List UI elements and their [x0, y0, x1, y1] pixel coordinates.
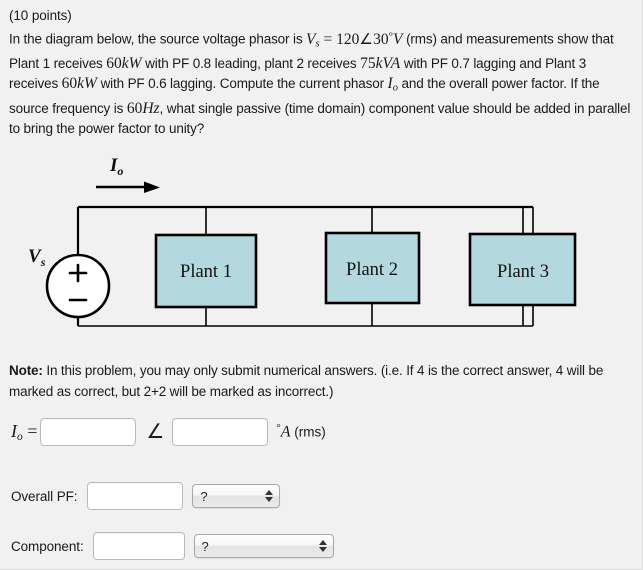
io-answer-label: Io = [11, 421, 37, 443]
io-symbol: I [387, 75, 393, 93]
io-unit-label: °A (rms) [276, 422, 325, 442]
plant1-power-value: 60 [106, 55, 122, 73]
question-text-block: (10 points) In the diagram below, the so… [9, 6, 637, 139]
question-line3-mid: with PF 0.6 lagging. Compute the current… [96, 76, 388, 92]
frequency-expression: 60Hz [127, 100, 160, 117]
voltage-source-icon [45, 253, 111, 319]
spinner-arrows-icon [264, 490, 274, 502]
io-answer-equals: = [22, 421, 38, 442]
source-plus-icon [68, 263, 88, 283]
plant-label-3: Plant 3 [497, 262, 549, 282]
circuit-diagram: Plant 1 Plant 2 Plant 3 Io Vs [0, 140, 643, 355]
overall-pf-label: Overall PF: [11, 488, 78, 504]
angle-symbol-icon: ∠ [146, 421, 165, 443]
question-line2-post: with PF 0.7 lagging and Plant 3 receives [9, 56, 587, 92]
plant2-power-unit: kVA [375, 55, 401, 73]
plant1-power-unit: kW [121, 55, 142, 73]
plant1-power-expression: 60kW [106, 55, 141, 72]
note-block: Note: In this problem, you may only subm… [9, 361, 635, 402]
io-answer-subscript: o [17, 430, 23, 443]
vs-magnitude: 120 [336, 30, 360, 48]
overall-pf-select[interactable]: ? [192, 484, 281, 508]
question-line1-post: (rms) and measurements show that Plant 1… [9, 31, 614, 72]
plant2-power-value: 75 [360, 55, 376, 73]
component-label: Component: [11, 538, 84, 554]
plant-box-3 [468, 232, 577, 307]
plant3-power-value: 60 [61, 75, 78, 93]
plant2-power-expression: 75kVA [360, 55, 400, 72]
vs-unit: V [393, 30, 403, 48]
frequency-value: 60 [126, 99, 143, 117]
io-subscript: o [392, 82, 398, 94]
note-prefix: Note: [9, 363, 43, 378]
io-degree-icon: ° [276, 422, 281, 435]
question-statement: In the diagram below, the source voltage… [9, 26, 637, 139]
vs-phasor-expression: Vs = 120∠30°V [306, 30, 403, 49]
overall-pf-input[interactable] [87, 482, 184, 510]
degree-icon: ° [388, 30, 393, 42]
vs-symbol: V [306, 30, 316, 48]
component-input[interactable] [92, 532, 185, 560]
points-label: (10 points) [9, 8, 72, 23]
vs-subscript: s [315, 37, 320, 49]
io-answer-row: Io = ∠ °A (rms) [11, 416, 326, 448]
component-row: Component: ? [11, 531, 334, 561]
angle-icon: ∠ [359, 31, 374, 48]
io-magnitude-input[interactable] [40, 418, 137, 446]
question-line2-mid: with PF 0.8 leading, plant 2 receives [141, 56, 361, 72]
question-line3-post: and the overall power factor. If the sou… [9, 76, 600, 116]
note-text: In this problem, you may only submit num… [9, 363, 604, 399]
overall-pf-select-value: ? [200, 488, 208, 504]
plant3-power-expression: 60kW [62, 75, 97, 92]
io-unit-rms: (rms) [290, 424, 326, 440]
frequency-unit: Hz [142, 99, 160, 117]
component-select-value: ? [201, 538, 209, 554]
current-label: Io [109, 155, 123, 178]
component-select[interactable]: ? [193, 534, 334, 558]
plant-box-1 [154, 233, 258, 309]
question-line1-pre: In the diagram below, the source voltage… [9, 31, 307, 47]
question-line4-post: , what single passive (time domain) comp… [9, 100, 631, 137]
io-unit-ampere: A [280, 423, 291, 441]
plant3-power-unit: kW [77, 75, 97, 93]
io-answer-symbol: I [11, 421, 17, 442]
plant-box-2 [324, 231, 421, 305]
io-symbol-inline: Io [387, 75, 398, 94]
vs-angle-value: 30 [373, 30, 389, 48]
spinner-arrows-icon [318, 540, 328, 552]
plant-label-2: Plant 2 [346, 260, 398, 280]
current-arrow-icon [96, 181, 160, 193]
plant-label-1: Plant 1 [180, 262, 232, 282]
vs-equals: = [319, 30, 337, 48]
io-angle-input[interactable] [172, 418, 269, 446]
overall-pf-row: Overall PF: ? [11, 481, 281, 511]
source-label: Vs [28, 246, 46, 269]
